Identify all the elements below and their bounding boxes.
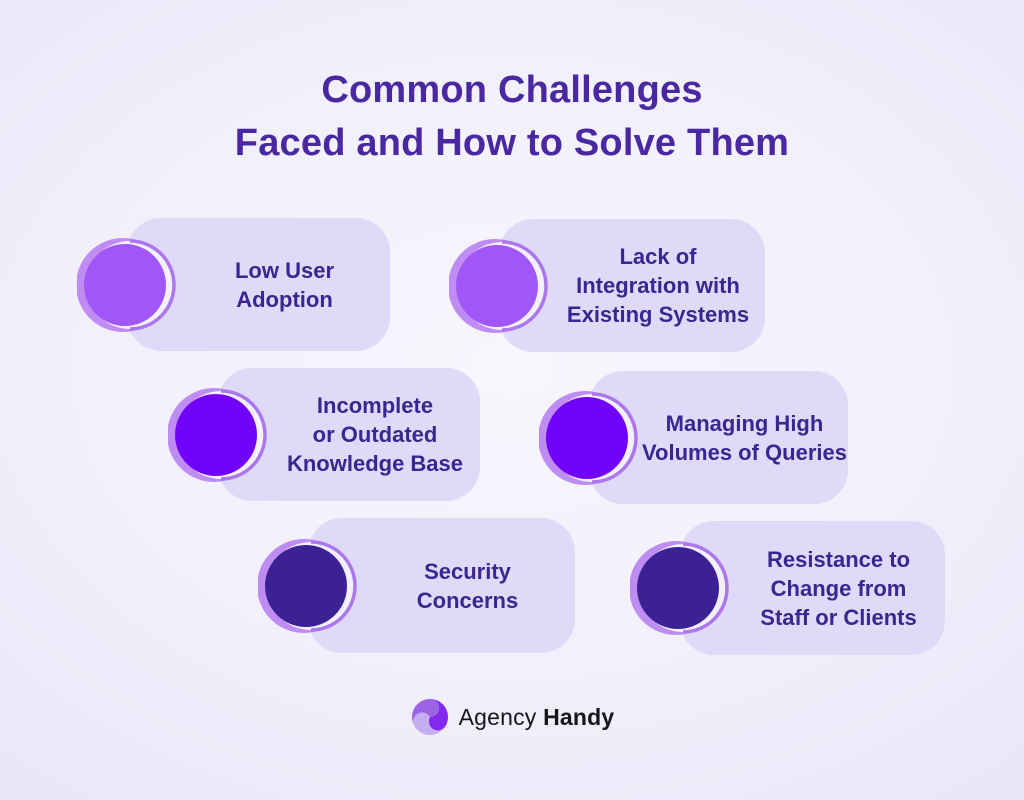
- icon-core: [546, 396, 628, 479]
- icon-core: [175, 393, 257, 476]
- page-title: Common Challenges Faced and How to Solve…: [0, 64, 1024, 170]
- logo-swirl-left: [411, 698, 439, 726]
- agency-handy-logo-icon: [411, 698, 448, 735]
- icon-ring-arc: [591, 391, 638, 484]
- card-label: Security Concerns: [416, 558, 519, 613]
- card-label: Lack of Integration with Existing System…: [566, 244, 750, 327]
- page-title-line1: Common Challenges: [321, 69, 703, 111]
- icon-ring-arc: [310, 539, 357, 632]
- brand-name-regular: Agency: [458, 703, 537, 730]
- challenge-circle-icon: [449, 238, 548, 333]
- card-label: Managing High Volumes of Queries: [642, 410, 847, 465]
- brand-name-bold: Handy: [543, 703, 615, 730]
- logo-swirl-bottom: [412, 712, 446, 735]
- challenge-circle-icon: [630, 541, 729, 635]
- icon-core: [84, 243, 166, 326]
- logo-swirl-right: [428, 699, 448, 731]
- card-resistance-to-change: Resistance to Change from Staff or Clien…: [630, 521, 945, 655]
- card-security-concerns: Security Concerns: [258, 518, 575, 653]
- icon-ring-arc: [501, 239, 548, 332]
- challenge-circle-icon: [77, 237, 176, 332]
- card-lack-of-integration: Lack of Integration with Existing System…: [449, 219, 765, 352]
- icon-ring-arc: [682, 542, 729, 634]
- challenge-circle-icon: [258, 538, 357, 633]
- card-label: Incomplete or Outdated Knowledge Base: [286, 393, 464, 476]
- card-high-volume-queries: Managing High Volumes of Queries: [539, 371, 848, 504]
- brand-footer: Agency Handy: [0, 697, 1024, 737]
- card-incomplete-knowledge-base: Incomplete or Outdated Knowledge Base: [168, 368, 480, 501]
- challenge-circle-icon: [539, 390, 638, 485]
- icon-ring-arc: [129, 238, 176, 331]
- icon-core: [637, 547, 719, 629]
- brand-name: Agency Handy: [459, 704, 615, 731]
- icon-core: [265, 544, 347, 627]
- card-label: Low User Adoption: [234, 257, 335, 312]
- card-label: Resistance to Change from Staff or Clien…: [760, 546, 917, 630]
- icon-core: [456, 244, 538, 327]
- challenge-circle-icon: [168, 387, 267, 482]
- page-title-line2: Faced and How to Solve Them: [234, 122, 790, 164]
- card-low-user-adoption: Low User Adoption: [77, 218, 390, 351]
- icon-ring-arc: [220, 388, 267, 481]
